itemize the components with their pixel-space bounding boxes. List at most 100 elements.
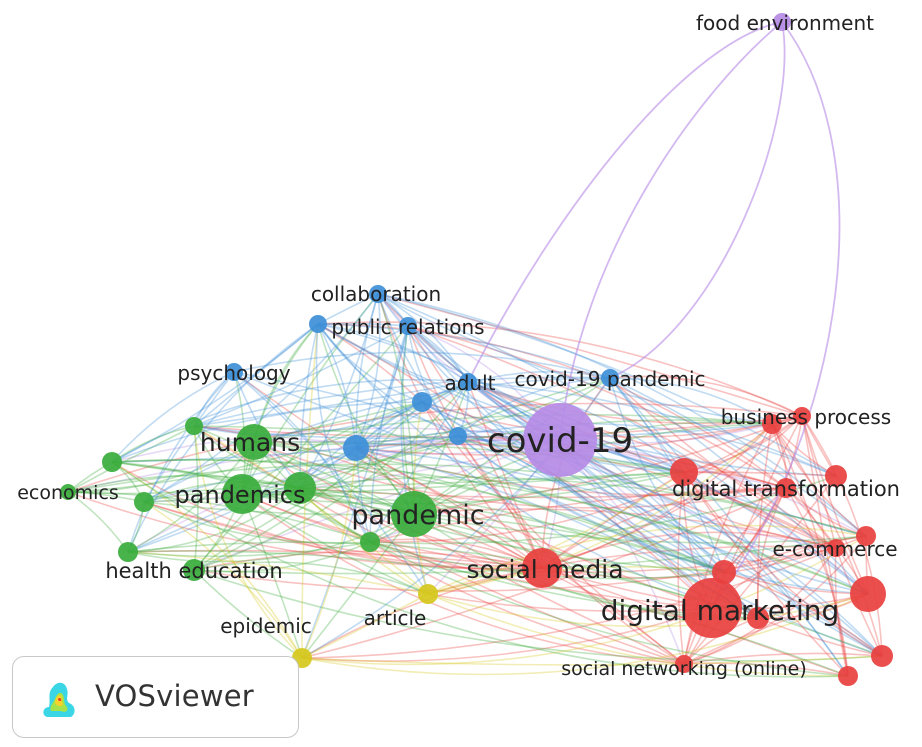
link-edge	[427, 566, 725, 595]
minor-node[interactable]	[284, 472, 316, 504]
link-edge	[457, 435, 713, 609]
node-pandemic[interactable]	[391, 491, 437, 537]
node-food[interactable]	[773, 13, 791, 31]
node-pubrel[interactable]	[399, 317, 417, 335]
link-edge	[143, 501, 415, 516]
link-edge	[193, 381, 469, 571]
node-article[interactable]	[418, 584, 438, 604]
link-edge	[301, 607, 713, 662]
link-edge	[457, 423, 773, 438]
node-pandemics[interactable]	[222, 474, 262, 514]
link-edge	[559, 439, 869, 595]
link-edge	[377, 293, 543, 569]
link-edge	[355, 293, 381, 449]
link-edge	[457, 435, 869, 595]
node-covid19[interactable]	[523, 403, 597, 477]
link-edge	[193, 425, 685, 665]
node-economics[interactable]	[60, 484, 76, 500]
node-healthedu[interactable]	[183, 559, 205, 581]
link-edge	[253, 441, 685, 665]
minor-node[interactable]	[449, 427, 467, 445]
minor-node[interactable]	[412, 392, 432, 412]
link-edge	[683, 415, 803, 473]
link-edge	[427, 593, 713, 612]
link-edge	[241, 435, 459, 496]
minor-node[interactable]	[856, 526, 876, 546]
link-edge	[355, 447, 869, 595]
link-edge	[457, 435, 725, 573]
label-covidpand: covid-19 pandemic	[514, 367, 705, 391]
node-collab[interactable]	[369, 285, 387, 303]
link-edge	[421, 401, 725, 573]
link-edge	[541, 535, 867, 579]
minor-node[interactable]	[825, 465, 847, 487]
minor-node[interactable]	[185, 417, 203, 435]
node-adult[interactable]	[459, 373, 477, 391]
link-edge	[771, 423, 883, 657]
link-edge	[193, 541, 371, 573]
node-digmkt[interactable]	[682, 578, 742, 638]
link-edge	[407, 325, 685, 665]
link-edge	[127, 549, 543, 569]
link-edge	[757, 617, 883, 657]
link-edge	[834, 547, 849, 677]
node-covidpand[interactable]	[601, 369, 619, 387]
link-edge	[377, 293, 837, 477]
link-edge	[143, 293, 379, 503]
link-edge	[467, 381, 787, 489]
link-edge	[377, 293, 867, 537]
link-edge	[193, 425, 303, 659]
minor-node[interactable]	[102, 452, 122, 472]
link-edge	[541, 487, 787, 569]
minor-node[interactable]	[747, 607, 769, 629]
link-edge	[253, 441, 543, 569]
minor-node[interactable]	[850, 576, 886, 612]
link-edge	[241, 323, 319, 495]
link-edge	[241, 293, 379, 495]
link-edge	[233, 351, 611, 379]
minor-node[interactable]	[309, 315, 327, 333]
link-edge	[683, 471, 883, 657]
minor-node[interactable]	[360, 532, 380, 552]
minor-node[interactable]	[762, 414, 782, 434]
link-edge	[317, 323, 357, 449]
minor-node[interactable]	[118, 542, 138, 562]
link-edge	[301, 593, 429, 659]
link-edge	[127, 541, 759, 619]
minor-node[interactable]	[343, 435, 369, 461]
node-digtrans[interactable]	[776, 478, 796, 498]
link-edge	[233, 371, 543, 569]
link-edge	[413, 513, 725, 573]
link-edge	[193, 425, 429, 595]
link-edge	[127, 371, 235, 553]
link-edge	[193, 325, 409, 427]
link-edge	[609, 377, 837, 549]
link-edge	[111, 435, 459, 463]
link-edge	[369, 538, 543, 569]
minor-node[interactable]	[670, 458, 698, 486]
node-psych[interactable]	[225, 363, 243, 381]
link-edge	[785, 487, 849, 677]
link-edge	[467, 381, 883, 657]
node-ecommerce[interactable]	[827, 539, 845, 557]
link-edge	[317, 323, 543, 569]
node-humans[interactable]	[236, 424, 272, 460]
link-edge	[413, 377, 611, 515]
node-bizproc[interactable]	[793, 407, 811, 425]
minor-node[interactable]	[838, 666, 858, 686]
node-socmedia[interactable]	[522, 548, 562, 588]
node-socnet[interactable]	[675, 655, 693, 673]
minor-node[interactable]	[871, 645, 893, 667]
link-edge	[143, 435, 459, 503]
food-environment-link	[559, 21, 783, 441]
label-collab: collaboration	[311, 282, 441, 306]
link-edge	[407, 325, 787, 489]
link-edge	[111, 401, 423, 463]
minor-node[interactable]	[712, 560, 736, 584]
link-edge	[111, 323, 319, 463]
link-edge	[407, 325, 837, 549]
link-edge	[193, 325, 409, 571]
link-edge	[193, 439, 561, 571]
minor-node[interactable]	[134, 492, 154, 512]
